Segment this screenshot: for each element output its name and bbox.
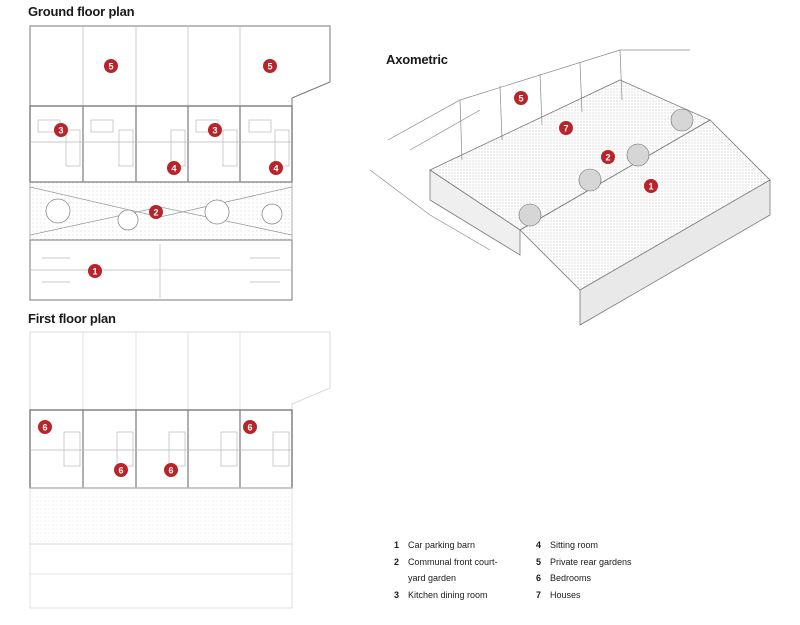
- svg-text:1: 1: [648, 181, 653, 191]
- ground-floor-plan-title: Ground floor plan: [28, 4, 135, 19]
- svg-text:3: 3: [58, 125, 63, 135]
- svg-text:6: 6: [247, 422, 252, 432]
- main-roof: [429, 79, 771, 326]
- svg-text:6: 6: [118, 465, 123, 475]
- badge-2: 2: [149, 205, 163, 219]
- car-parking-barn: [29, 239, 293, 301]
- badge-2: 2: [601, 150, 615, 164]
- badge-1: 1: [88, 264, 102, 278]
- badge-5: 5: [263, 59, 277, 73]
- badge-1: 1: [644, 179, 658, 193]
- svg-text:5: 5: [108, 61, 113, 71]
- badge-6: 6: [38, 420, 52, 434]
- houses-ground: [29, 105, 293, 183]
- legend-item-2-cont: yard garden: [408, 573, 457, 583]
- svg-text:2: 2: [153, 207, 158, 217]
- badge-3: 3: [54, 123, 68, 137]
- badge-6: 6: [243, 420, 257, 434]
- svg-text:1: 1: [92, 266, 97, 276]
- svg-text:2: 2: [605, 152, 610, 162]
- badge-6: 6: [114, 463, 128, 477]
- private-rear-gardens: [29, 25, 331, 107]
- axometric-title: Axometric: [386, 52, 448, 67]
- badge-6: 6: [164, 463, 178, 477]
- axometric-drawing: 5 7 2 1: [370, 49, 771, 326]
- svg-text:6: 6: [168, 465, 173, 475]
- svg-text:3: 3: [212, 125, 217, 135]
- first-floor-plan: 6 6 6 6: [29, 331, 331, 609]
- ground-floor-plan: 5 5 3 3 4 4 2 1: [29, 25, 331, 301]
- badge-3: 3: [208, 123, 222, 137]
- badge-7: 7: [559, 121, 573, 135]
- svg-text:6: 6: [42, 422, 47, 432]
- svg-text:4: 4: [273, 163, 278, 173]
- first-floor-ghost-gardens: [29, 331, 331, 411]
- svg-text:5: 5: [518, 93, 523, 103]
- first-floor-ghost-ground: [29, 487, 293, 609]
- svg-text:7: 7: [563, 123, 568, 133]
- courtyard-trees: [518, 108, 694, 227]
- badge-4: 4: [167, 161, 181, 175]
- badge-5: 5: [104, 59, 118, 73]
- svg-text:5: 5: [267, 61, 272, 71]
- badge-5: 5: [514, 91, 528, 105]
- badge-4: 4: [269, 161, 283, 175]
- first-floor-plan-title: First floor plan: [28, 311, 116, 326]
- svg-text:4: 4: [171, 163, 176, 173]
